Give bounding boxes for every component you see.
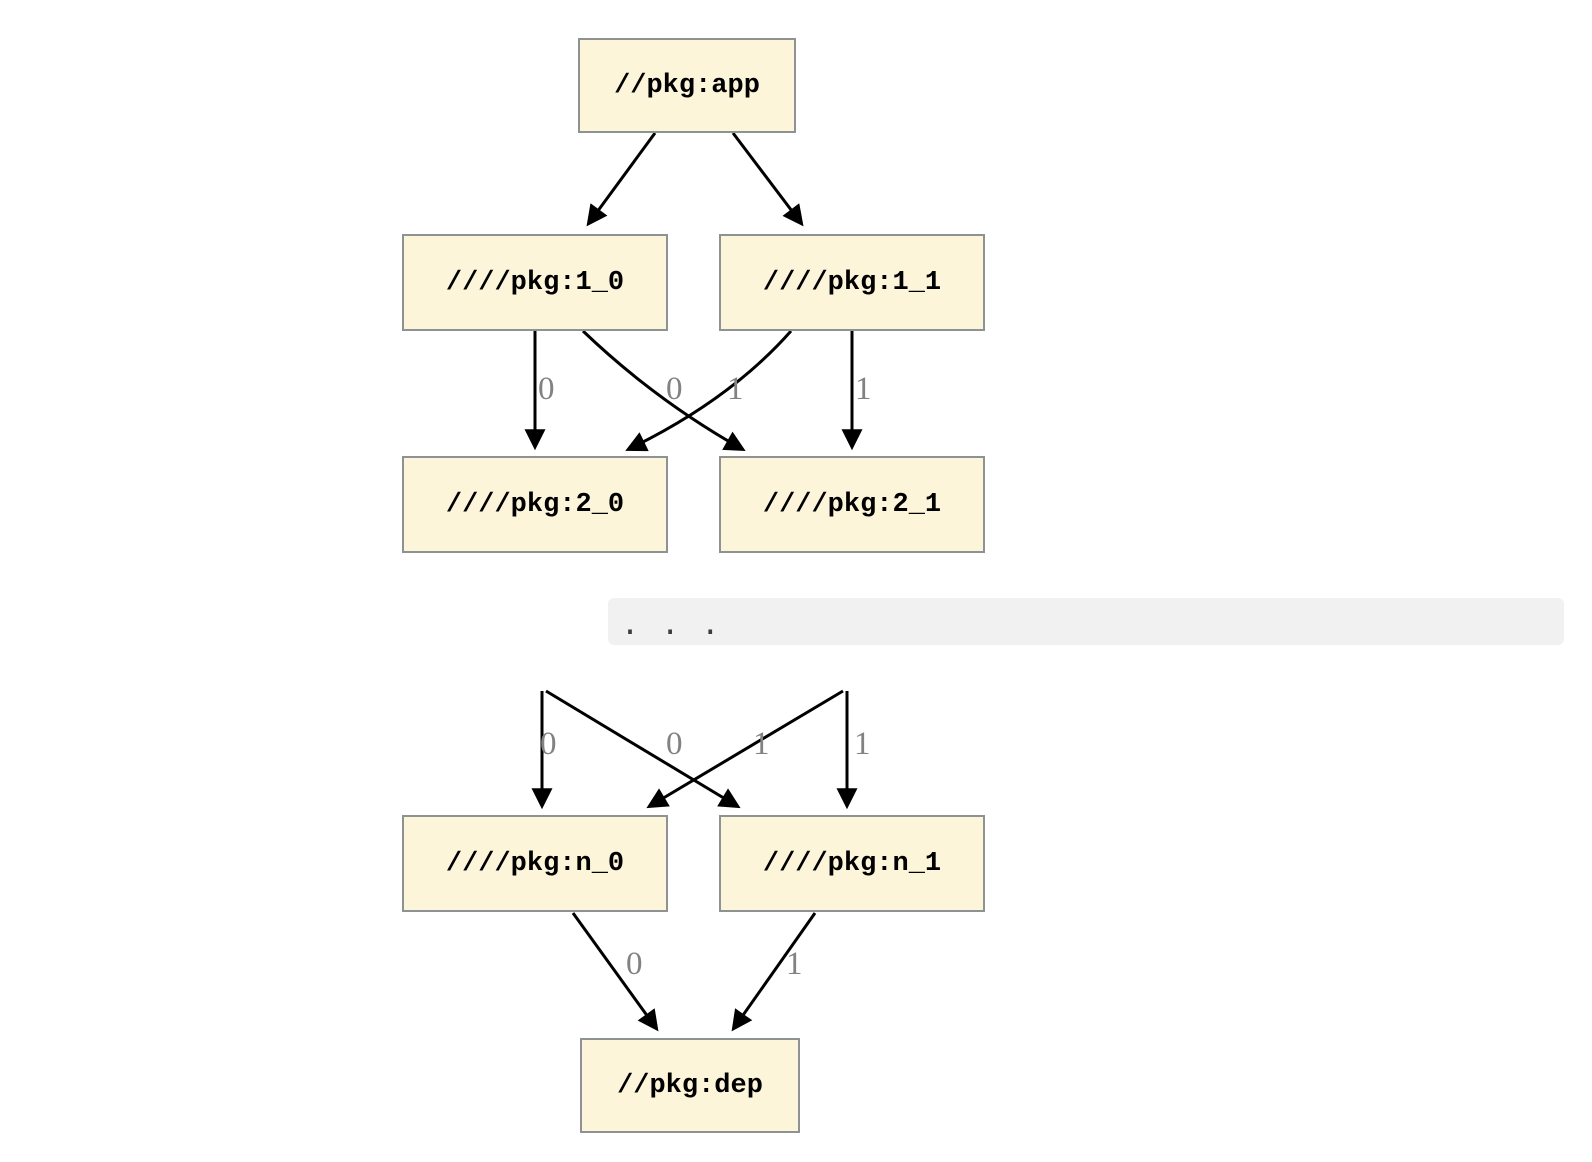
node-label-pkg1_0: ////pkg:1_0: [445, 267, 625, 298]
edge-label: 0: [538, 371, 555, 407]
graph-node-pkg2_0: ////pkg:2_0: [402, 456, 668, 553]
graph-node-pkgn_0: ////pkg:n_0: [402, 815, 668, 912]
graph-node-pkg1_1: ////pkg:1_1: [719, 234, 985, 331]
edge-app-to-1_0: [586, 132, 657, 227]
ellipsis-bar: . . .: [608, 598, 1564, 645]
node-label-pkg2_0: ////pkg:2_0: [445, 489, 625, 520]
edge-label: 1: [855, 371, 872, 407]
edge-label: 1: [854, 726, 871, 762]
edge-label: 0: [666, 371, 683, 407]
node-label-app: //pkg:app: [614, 70, 760, 101]
node-label-dep: //pkg:dep: [617, 1070, 763, 1101]
edge-n_0-to-dep: [571, 912, 659, 1032]
graph-node-app: //pkg:app: [578, 38, 796, 133]
graph-node-dep: //pkg:dep: [580, 1038, 800, 1133]
edge-ellipsis-to-n_1-cross: [545, 689, 741, 809]
edge-label: 1: [786, 946, 803, 982]
graph-node-pkgn_1: ////pkg:n_1: [719, 815, 985, 912]
ellipsis-dots: . . .: [621, 606, 722, 642]
node-label-pkg2_1: ////pkg:2_1: [762, 489, 942, 520]
edge-1_1-to-2_0: [625, 330, 793, 452]
edge-label: 1: [753, 726, 770, 762]
edge-label: 1: [727, 371, 744, 407]
edge-1_0-to-2_1: [581, 329, 746, 452]
edge-n_1-to-dep: [731, 912, 817, 1032]
edge-label: 0: [540, 726, 557, 762]
node-label-pkgn_0: ////pkg:n_0: [445, 848, 625, 879]
edge-app-to-1_1: [731, 132, 804, 227]
edge-label: 0: [626, 946, 643, 982]
edge-ellipsis-to-n_0-cross: [646, 689, 844, 809]
node-label-pkg1_1: ////pkg:1_1: [762, 267, 942, 298]
graph-node-pkg2_1: ////pkg:2_1: [719, 456, 985, 553]
edge-label: 0: [666, 726, 683, 762]
graph-node-pkg1_0: ////pkg:1_0: [402, 234, 668, 331]
node-label-pkgn_1: ////pkg:n_1: [762, 848, 942, 879]
